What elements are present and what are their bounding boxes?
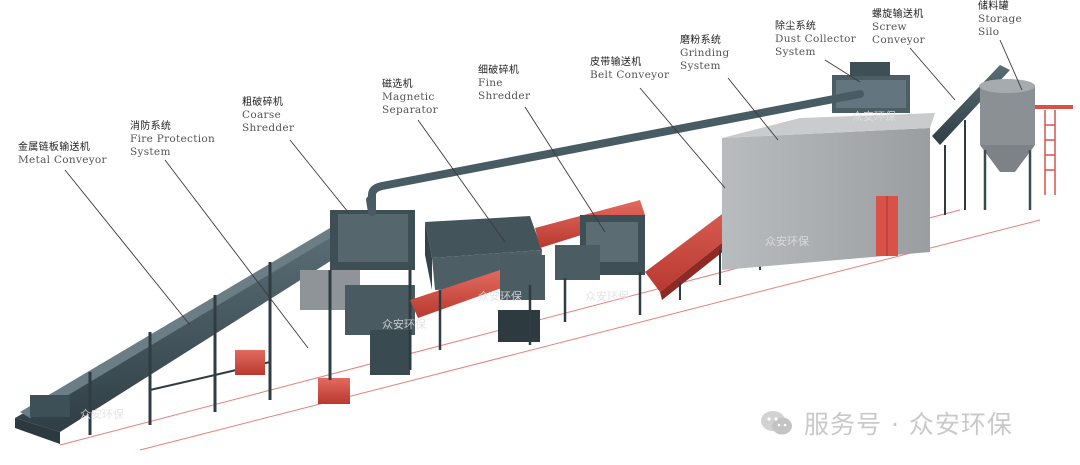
svg-text:众安环保: 众安环保 — [80, 407, 124, 421]
svg-text:众安环保: 众安环保 — [478, 289, 522, 303]
belt-conveyor-en: Belt Conveyor — [590, 69, 670, 81]
storage-silo-en1: Storage — [978, 13, 1023, 25]
fine-shredder-zh: 细破碎机 — [478, 65, 520, 76]
screw-conveyor-en1: Screw — [872, 21, 907, 33]
magnetic-separator-zh: 磁选机 — [382, 79, 413, 90]
wechat-icon — [761, 411, 792, 435]
fire-protection-en1: Fire Protection — [130, 133, 216, 145]
fire-boxes-shape — [235, 350, 350, 404]
label-magnetic-separator: 磁选机 Magnetic Separator — [382, 78, 438, 117]
fine-shredder-en1: Fine — [478, 77, 503, 89]
leader-lines — [64, 39, 1023, 349]
grinding-system-en1: Grinding — [680, 47, 730, 59]
coarse-shredder-en2: Shredder — [242, 122, 295, 134]
label-storage-silo: 储料罐 Storage Silo — [978, 0, 1022, 39]
dust-collector-shape — [832, 62, 910, 113]
storage-silo-shape — [979, 79, 1073, 210]
svg-text:众安环保: 众安环保 — [765, 234, 809, 248]
dust-collector-en1: Dust Collector — [775, 33, 857, 45]
magnetic-separator-en2: Separator — [382, 104, 438, 116]
fine-shredder-en2: Shredder — [478, 90, 531, 102]
label-grinding-system: 磨粉系统 Grinding System — [680, 34, 730, 73]
svg-text:众安环保: 众安环保 — [382, 317, 426, 331]
magnetic-separator-shape — [410, 216, 545, 350]
dust-collector-en2: System — [775, 46, 816, 58]
metal-conveyor-zh: 金属链板输送机 — [18, 142, 91, 153]
wechat-watermark: 服务号 · 众安环保 — [760, 405, 1013, 441]
dust-collector-zh: 除尘系统 — [775, 21, 817, 32]
duct-pipe-shape — [366, 90, 864, 216]
label-belt-conveyor: 皮带输送机 Belt Conveyor — [590, 56, 669, 82]
screw-conveyor-zh: 螺旋输送机 — [872, 9, 924, 20]
fine-shredder-shape — [535, 200, 645, 322]
watermark-text: 服务号 · 众安环保 — [804, 410, 1013, 439]
metal-conveyor-shape — [15, 228, 340, 444]
label-fire-protection: 消防系统 Fire Protection System — [130, 120, 215, 159]
storage-silo-en2: Silo — [978, 26, 1000, 38]
coarse-shredder-en1: Coarse — [242, 109, 282, 121]
metal-conveyor-en: Metal Conveyor — [18, 154, 107, 166]
label-dust-collector: 除尘系统 Dust Collector System — [775, 20, 856, 59]
machine-watermarks: 众安环保 众安环保 众安环保 众安环保 众安环保 众安环保 — [80, 109, 896, 421]
grinding-system-zh: 磨粉系统 — [680, 35, 722, 46]
screw-conveyor-en2: Conveyor — [872, 34, 925, 46]
svg-text:众安环保: 众安环保 — [585, 289, 629, 303]
magnetic-separator-en1: Magnetic — [382, 91, 435, 103]
fire-protection-zh: 消防系统 — [130, 121, 172, 132]
label-fine-shredder: 细破碎机 Fine Shredder — [478, 64, 530, 103]
label-metal-conveyor: 金属链板输送机 Metal Conveyor — [18, 141, 107, 167]
grinding-housing-shape — [722, 113, 935, 270]
belt-conveyor-zh: 皮带输送机 — [590, 57, 642, 68]
fire-protection-en2: System — [130, 146, 171, 158]
coarse-shredder-zh: 粗破碎机 — [242, 97, 284, 108]
label-screw-conveyor: 螺旋输送机 Screw Conveyor — [872, 8, 925, 47]
storage-silo-zh: 储料罐 — [978, 1, 1009, 12]
grinding-system-en2: System — [680, 60, 721, 72]
label-coarse-shredder: 粗破碎机 Coarse Shredder — [242, 96, 294, 135]
coarse-shredder-shape — [300, 210, 415, 380]
svg-text:众安环保: 众安环保 — [852, 109, 896, 123]
